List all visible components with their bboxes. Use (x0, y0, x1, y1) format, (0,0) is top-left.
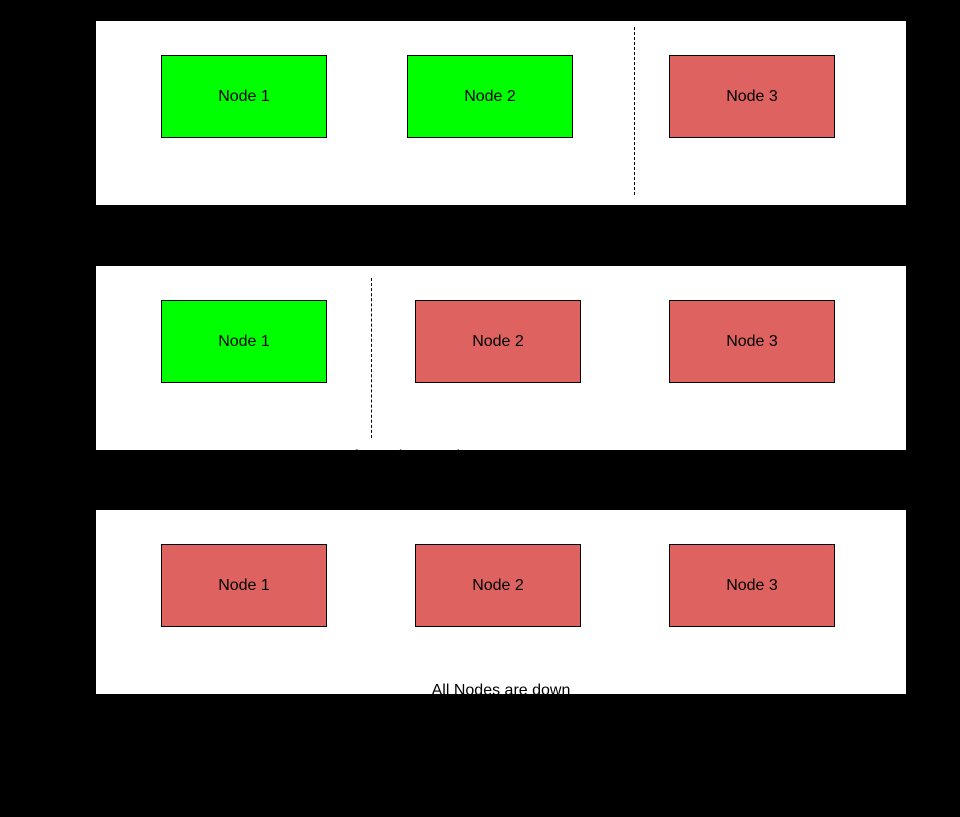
scenario-panel-all-nodes-down: Node 1 Node 2 Node 3 All Nodes are down … (96, 510, 906, 768)
node-box-1[interactable]: Node 1 (161, 544, 327, 627)
node-box-label: Node 3 (726, 576, 778, 594)
node-box-2[interactable]: Node 2 (415, 544, 581, 627)
node-box-label: Node 3 (726, 87, 778, 105)
node-box-label: Node 2 (472, 332, 524, 350)
caption-line-1: Two out of 3 nodes are up (408, 225, 594, 242)
node-box-label: Node 2 (464, 87, 516, 105)
node-box-label: Node 1 (218, 576, 270, 594)
node-box-1[interactable]: Node 1 (161, 55, 327, 138)
node-box-label: Node 1 (218, 87, 270, 105)
caption-line-1: All Nodes are down (431, 682, 571, 699)
node-box-3[interactable]: Node 3 (669, 55, 835, 138)
node-box-2[interactable]: Node 2 (407, 55, 573, 138)
caption-line-1: Two out of 3 nodes are down (284, 448, 490, 465)
scenario-panel-majority-wins: Node 1 Node 2 Node 3 Two out of 3 nodes … (96, 21, 906, 311)
quorum-divider-dashed-line (371, 278, 372, 438)
node-box-label: Node 1 (218, 332, 270, 350)
caption-line-2: Majority Fails & Cluster Stops (396, 751, 606, 768)
node-box-3[interactable]: Node 3 (669, 544, 835, 627)
diagram-canvas: Node 1 Node 2 Node 3 Two out of 3 nodes … (96, 21, 906, 768)
node-box-label: Node 3 (726, 332, 778, 350)
scenario-caption: All Nodes are down Majority Fails & Clus… (96, 633, 906, 817)
node-box-1[interactable]: Node 1 (161, 300, 327, 383)
node-box-label: Node 2 (472, 576, 524, 594)
node-box-3[interactable]: Node 3 (669, 300, 835, 383)
scenario-panel-majority-fails-two-down: Node 1 Node 2 Node 3 (96, 266, 906, 450)
node-box-2[interactable]: Node 2 (415, 300, 581, 383)
quorum-divider-dashed-line (634, 27, 635, 195)
